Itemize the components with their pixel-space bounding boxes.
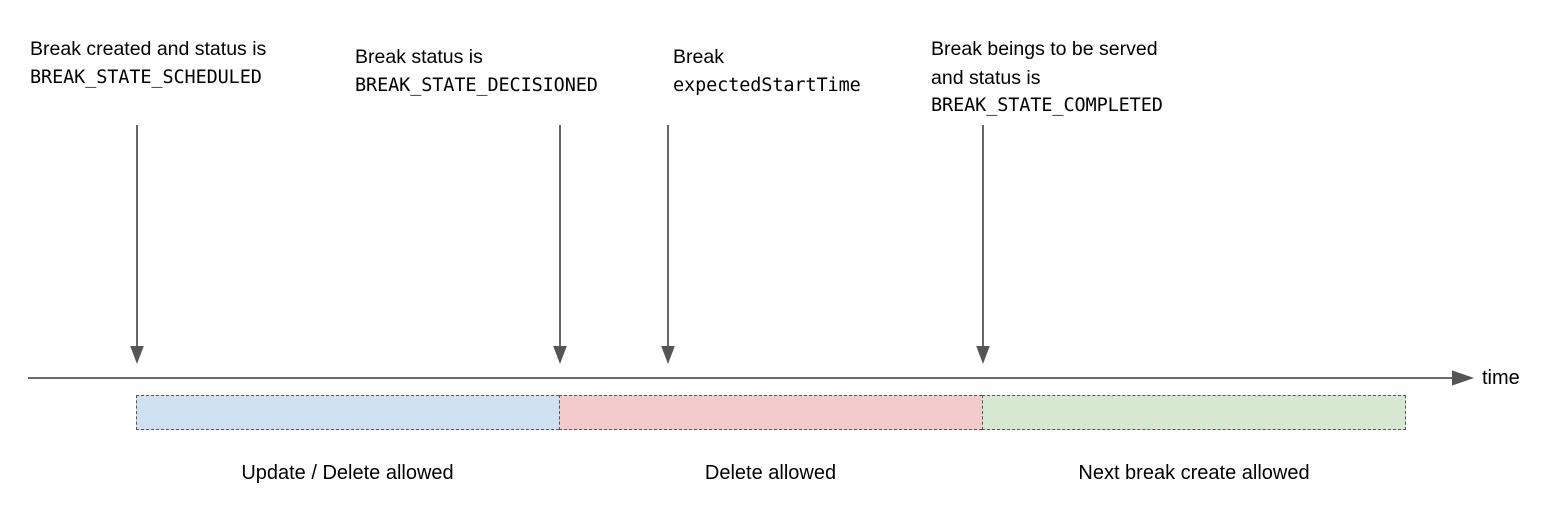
arrow-down-icon-expected-start-time	[659, 125, 677, 365]
annotation-line-2: and status is	[931, 66, 1041, 89]
annotation-break-completed: Break beings to be served and status is …	[931, 35, 1163, 121]
phase-caption-decisioned: Delete allowed	[704, 462, 837, 484]
phase-caption-scheduled: Update / Delete allowed	[241, 462, 454, 484]
time-axis-label: time	[1482, 367, 1520, 389]
annotation-line-2: BREAK_STATE_DECISIONED	[355, 74, 598, 96]
arrow-down-icon-completed	[974, 125, 992, 365]
annotation-line-1: Break created and status is	[30, 38, 267, 60]
annotation-break-decisioned: Break status is BREAK_STATE_DECISIONED	[355, 43, 598, 100]
annotation-line-2: BREAK_STATE_SCHEDULED	[30, 66, 262, 88]
arrow-down-icon-decisioned	[551, 125, 569, 365]
annotation-line-1: Break	[673, 46, 724, 68]
phase-bar-divider-1	[559, 395, 560, 430]
annotation-line-3: BREAK_STATE_COMPLETED	[931, 95, 1163, 116]
phase-bar-divider-2	[982, 395, 983, 430]
arrow-down-icon-scheduled	[128, 125, 146, 365]
annotation-expected-start-time: Break expectedStartTime	[673, 43, 861, 100]
phase-bar-completed	[982, 395, 1406, 430]
annotation-line-2: expectedStartTime	[673, 74, 861, 96]
phase-bar-scheduled	[136, 395, 559, 430]
time-axis-line	[28, 366, 1480, 392]
annotation-line-1: Break status is	[355, 46, 483, 68]
annotation-break-scheduled: Break created and status is BREAK_STATE_…	[30, 35, 266, 92]
phase-caption-completed: Next break create allowed	[1078, 462, 1310, 484]
phase-bar-decisioned	[559, 395, 982, 430]
annotation-line-1: Break beings to be served	[931, 38, 1158, 60]
